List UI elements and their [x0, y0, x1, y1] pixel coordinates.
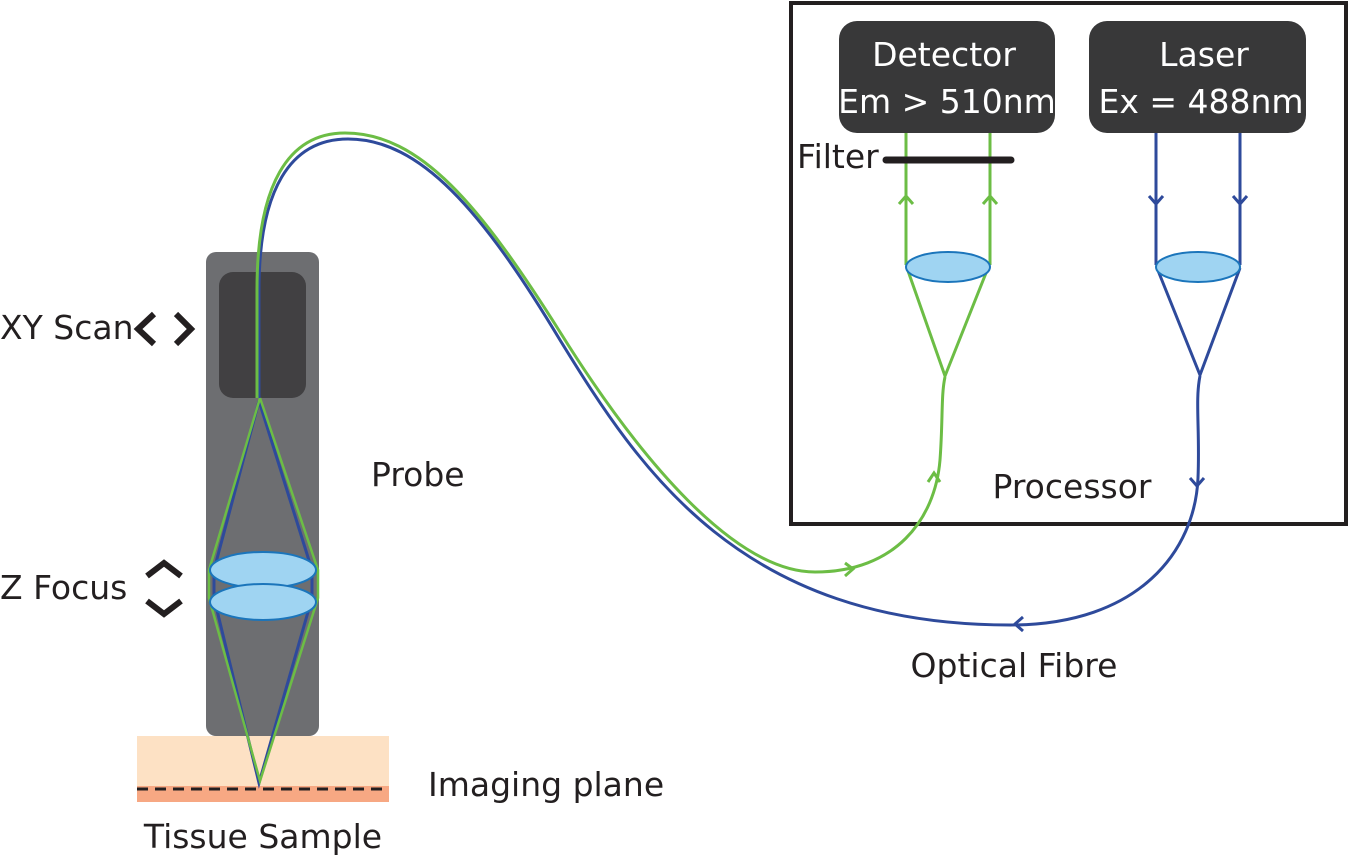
detector-box: Detector Em > 510nm [838, 21, 1056, 133]
detector-lens [905, 251, 991, 283]
laser-wavelength: Ex = 488nm [1098, 82, 1303, 121]
laser-title: Laser [1159, 35, 1249, 74]
z-focus-label: Z Focus [0, 568, 127, 607]
fibre-arrow-blue-2 [1188, 477, 1206, 489]
excitation-path [1147, 133, 1249, 380]
emission-arrow-left [897, 193, 915, 205]
excitation-arrow-left [1147, 195, 1165, 207]
laser-box: Laser Ex = 488nm [1089, 21, 1306, 133]
z-focus-chevrons-icon [145, 559, 183, 618]
emission-arrow-right [981, 193, 999, 205]
tissue-sample [137, 736, 389, 802]
filter-label: Filter [797, 137, 879, 176]
detector-wavelength: Em > 510nm [838, 82, 1056, 121]
processor-label: Processor [993, 467, 1152, 506]
optical-fibre-blue [257, 137, 1202, 627]
fibre-arrow-green-1 [844, 561, 856, 578]
xy-scan-chevrons-icon [133, 311, 196, 347]
xy-scan-label: XY Scan [0, 308, 133, 347]
probe-lens-lower [209, 583, 317, 621]
xy-scanner [219, 272, 306, 398]
emission-path [897, 133, 999, 381]
imaging-plane-label: Imaging plane [428, 765, 664, 804]
optical-fibre-green [255, 131, 947, 574]
excitation-arrow-right [1231, 195, 1249, 207]
laser-lens [1155, 251, 1241, 283]
processor-box [789, 1, 1348, 526]
optical-fibre-label: Optical Fibre [911, 646, 1118, 685]
probe-lens-upper [209, 551, 317, 589]
fibre-arrow-blue-1 [1012, 615, 1024, 633]
probe-label: Probe [371, 455, 465, 494]
tissue-sample-label: Tissue Sample [143, 817, 382, 855]
fibre-arrow-green-2 [926, 470, 942, 483]
detector-title: Detector [872, 35, 1016, 74]
